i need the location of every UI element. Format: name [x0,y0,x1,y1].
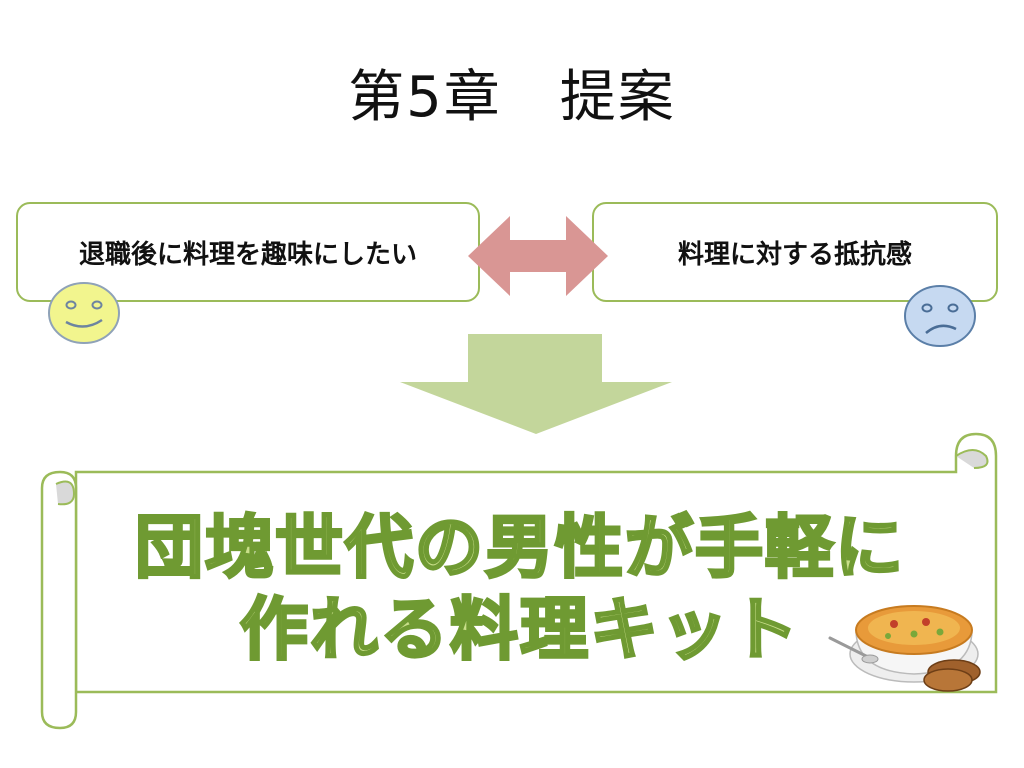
banner-line-2: 作れる料理キット [238,590,800,672]
down-arrow-icon [400,334,672,434]
double-headed-arrow-icon [468,216,608,296]
left-statement-text: 退職後に料理を趣味にしたい [78,239,417,270]
scroll-banner-shape [40,432,998,730]
banner-line-1: 団塊世代の男性が手軽に [133,508,905,590]
sad-face-icon [904,285,976,347]
right-statement-box: 料理に対する抵抗感 [592,202,998,302]
soup-bowl-icon [828,605,981,692]
slide-title: 第5章 提案 [348,65,676,130]
smiley-face-icon [48,282,120,344]
right-statement-text: 料理に対する抵抗感 [677,239,912,270]
